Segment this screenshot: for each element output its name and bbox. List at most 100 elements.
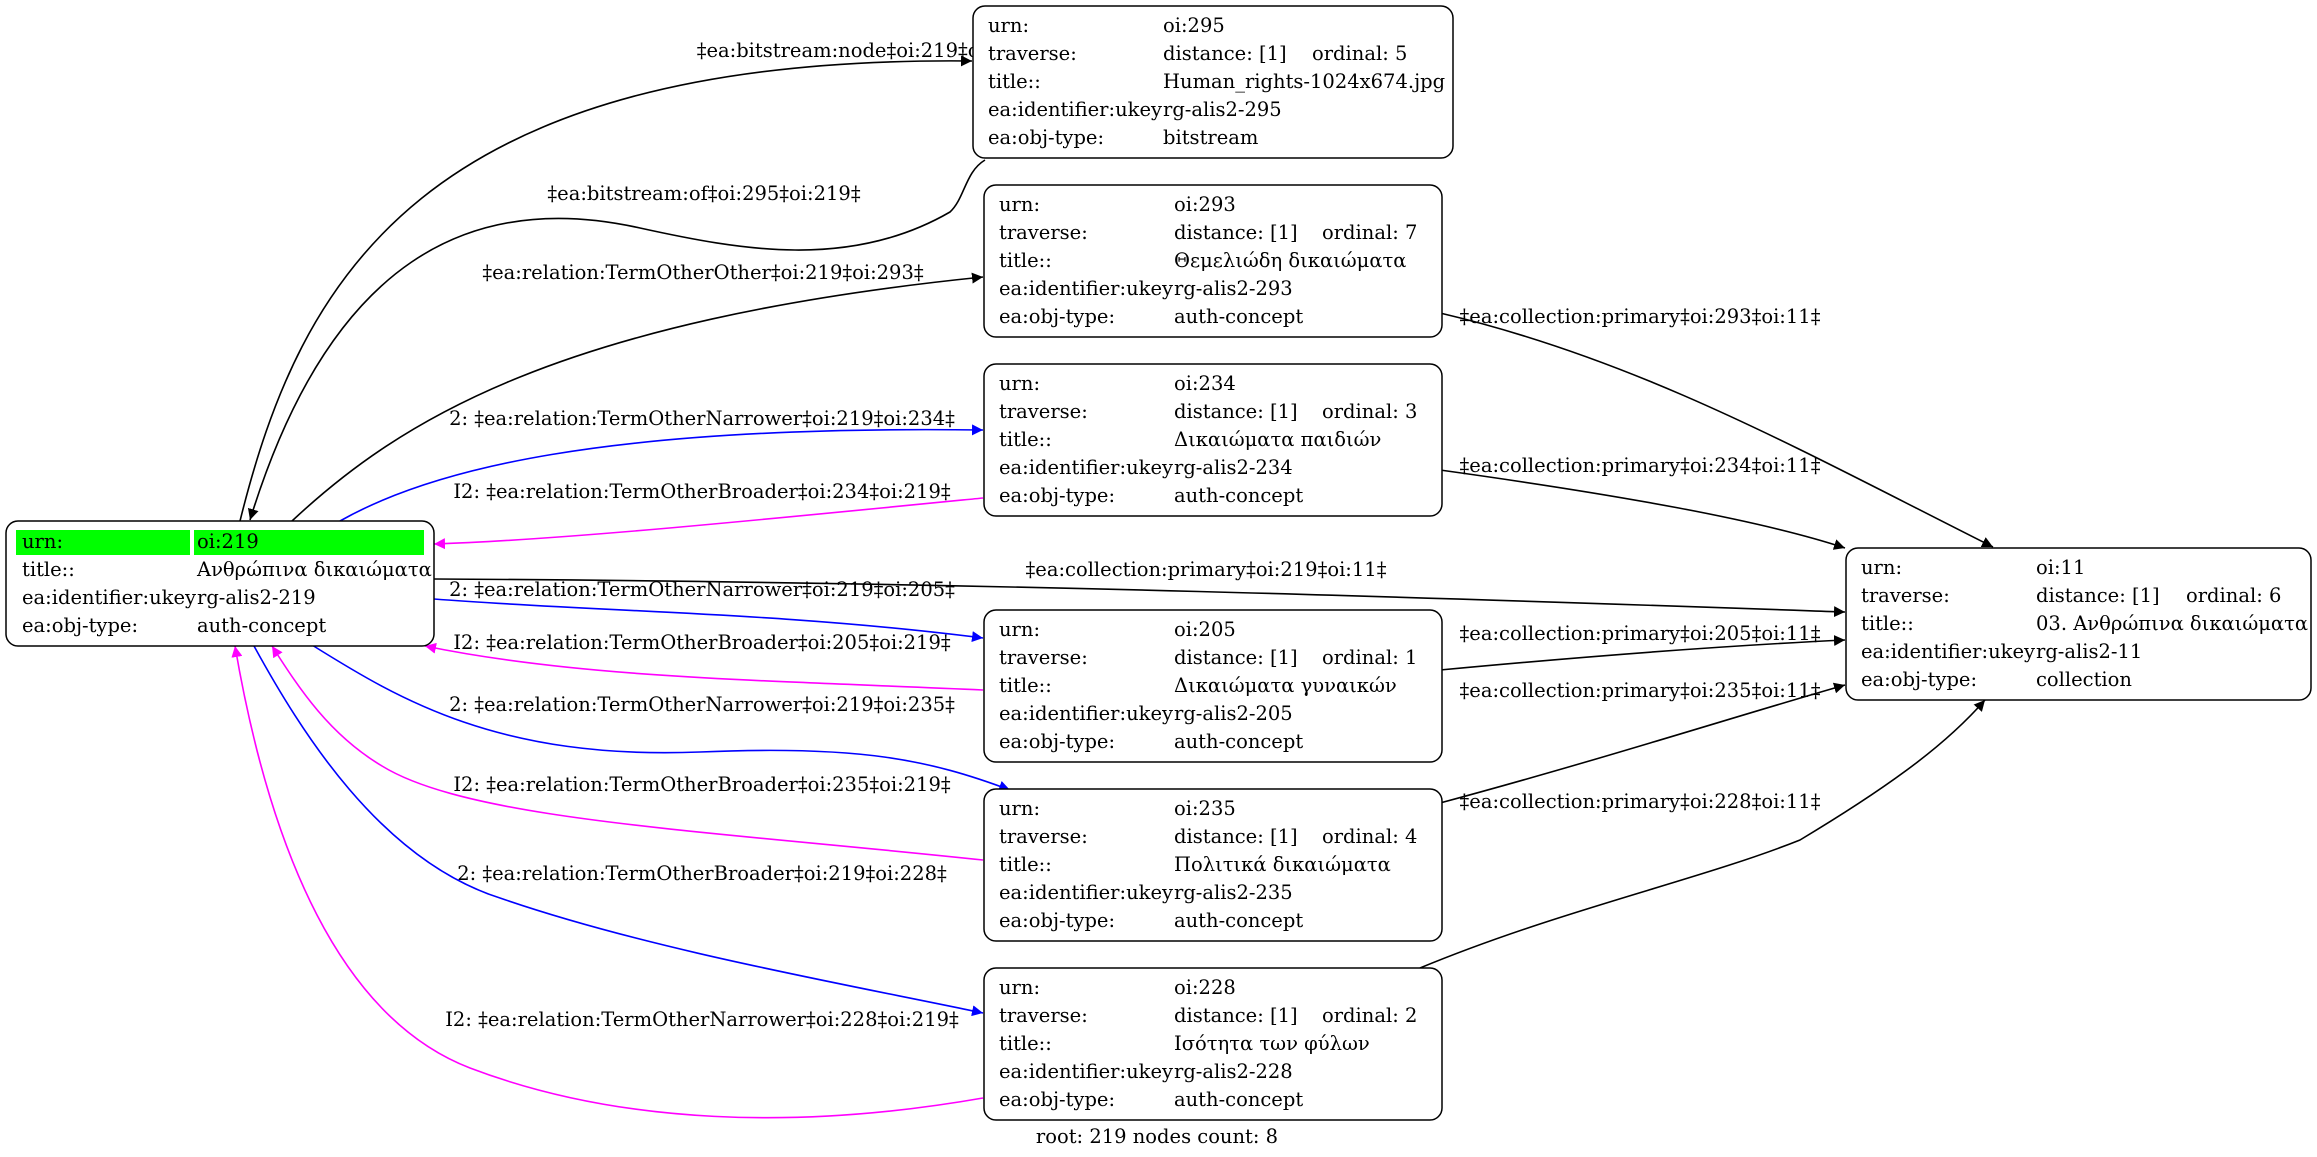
node-228-ukey: rg-alis2-228 — [1174, 1060, 1293, 1083]
edge-label-collection-219-11: ‡ea:collection:primary‡oi:219‡oi:11‡ — [1026, 558, 1387, 581]
node-295-title-label: title:: — [988, 70, 1041, 93]
node-235-ukey-label: ea:identifier:ukey — [999, 881, 1173, 904]
node-219-title-label: title:: — [22, 558, 75, 581]
node-293-title-label: title:: — [999, 249, 1052, 272]
edge-collection-205-11 — [1439, 635, 1846, 671]
node-228-type-label: ea:obj-type: — [999, 1088, 1115, 1111]
edge-label-collection-205-11: ‡ea:collection:primary‡oi:205‡oi:11‡ — [1460, 622, 1821, 645]
node-228-urn-label: urn: — [999, 976, 1040, 999]
edge-label-collection-234-11: ‡ea:collection:primary‡oi:234‡oi:11‡ — [1460, 454, 1821, 477]
edge-label-broader-234-219: I2: ‡ea:relation:TermOtherBroader‡oi:234… — [453, 480, 951, 503]
node-11-urn-label: urn: — [1861, 556, 1902, 579]
node-235-type: auth-concept — [1174, 909, 1303, 932]
edge-label-broader-219-228: 2: ‡ea:relation:TermOtherBroader‡oi:219‡… — [457, 862, 947, 885]
node-205-traverse-label: traverse: — [999, 646, 1088, 669]
edge-label-narrower-219-234: 2: ‡ea:relation:TermOtherNarrower‡oi:219… — [449, 407, 955, 430]
edge-broader-234-219 — [433, 497, 984, 550]
node-293-distance: distance: [1] — [1174, 221, 1298, 244]
node-295-ukey-label: ea:identifier:ukey — [988, 98, 1162, 121]
node-11-ordinal: ordinal: 6 — [2186, 584, 2281, 607]
node-oi-234[interactable]: urn: oi:234 traverse: distance: [1] ordi… — [983, 363, 1443, 517]
node-235-title: Πολιτικά δικαιώματα — [1174, 853, 1391, 876]
edge-bitstream-node — [239, 55, 973, 522]
node-205-ukey-label: ea:identifier:ukey — [999, 702, 1173, 725]
node-295-urn-label: urn: — [988, 14, 1029, 37]
node-228-traverse-label: traverse: — [999, 1004, 1088, 1027]
node-228-title: Ισότητα των φύλων — [1174, 1032, 1370, 1055]
node-219-ukey-label: ea:identifier:ukey — [22, 586, 196, 609]
node-205-type-label: ea:obj-type: — [999, 730, 1115, 753]
node-293-urn-label: urn: — [999, 193, 1040, 216]
node-11-ukey: rg-alis2-11 — [2036, 640, 2142, 663]
node-235-traverse-label: traverse: — [999, 825, 1088, 848]
edges — [231, 55, 1994, 1119]
node-293-ukey: rg-alis2-293 — [1174, 277, 1293, 300]
node-11-title-label: title:: — [1861, 612, 1914, 635]
edge-label-narrower-219-235: 2: ‡ea:relation:TermOtherNarrower‡oi:219… — [449, 693, 955, 716]
edge-narrower-228-219 — [231, 645, 984, 1119]
edge-label-collection-228-11: ‡ea:collection:primary‡oi:228‡oi:11‡ — [1460, 790, 1821, 813]
edge-narrower-219-235 — [311, 644, 1011, 792]
edge-collection-293-11 — [1439, 312, 1994, 548]
edge-broader-205-219 — [424, 642, 984, 691]
node-235-ordinal: ordinal: 4 — [1322, 825, 1417, 848]
node-219-ukey: rg-alis2-219 — [197, 586, 316, 609]
edge-bitstream-of — [247, 159, 986, 521]
node-293-ukey-label: ea:identifier:ukey — [999, 277, 1173, 300]
node-228-title-label: title:: — [999, 1032, 1052, 1055]
node-11-type: collection — [2036, 668, 2132, 691]
node-234-type: auth-concept — [1174, 484, 1303, 507]
node-234-ukey-label: ea:identifier:ukey — [999, 456, 1173, 479]
node-295-title: Human_rights-1024x674.jpg — [1163, 70, 1445, 93]
node-293-urn: oi:293 — [1174, 193, 1236, 216]
node-234-type-label: ea:obj-type: — [999, 484, 1115, 507]
edge-relation-219-293 — [291, 272, 984, 522]
edge-collection-228-11 — [1419, 699, 1986, 969]
node-293-type: auth-concept — [1174, 305, 1303, 328]
node-oi-235[interactable]: urn: oi:235 traverse: distance: [1] ordi… — [983, 788, 1443, 942]
node-234-urn-label: urn: — [999, 372, 1040, 395]
node-234-distance: distance: [1] — [1174, 400, 1298, 423]
node-293-ordinal: ordinal: 7 — [1322, 221, 1417, 244]
node-oi-205[interactable]: urn: oi:205 traverse: distance: [1] ordi… — [983, 609, 1443, 763]
node-oi-11[interactable]: urn: oi:11 traverse: distance: [1] ordin… — [1845, 547, 2312, 701]
node-11-urn: oi:11 — [2036, 556, 2085, 579]
graph-footer: root: 219 nodes count: 8 — [1036, 1125, 1278, 1148]
node-235-urn: oi:235 — [1174, 797, 1236, 820]
node-205-title-label: title:: — [999, 674, 1052, 697]
node-oi-295[interactable]: urn: oi:295 traverse: distance: [1] ordi… — [972, 5, 1454, 159]
edge-label-collection-293-11: ‡ea:collection:primary‡oi:293‡oi:11‡ — [1460, 305, 1821, 328]
node-228-type: auth-concept — [1174, 1088, 1303, 1111]
node-oi-293[interactable]: urn: oi:293 traverse: distance: [1] ordi… — [983, 184, 1443, 338]
node-228-ukey-label: ea:identifier:ukey — [999, 1060, 1173, 1083]
edge-broader-235-219 — [271, 645, 984, 861]
node-295-type: bitstream — [1163, 126, 1258, 149]
node-219-title: Ανθρώπινα δικαιώματα — [196, 558, 432, 581]
node-295-urn: oi:295 — [1163, 14, 1225, 37]
node-235-title-label: title:: — [999, 853, 1052, 876]
node-295-distance: distance: [1] — [1163, 42, 1287, 65]
node-205-distance: distance: [1] — [1174, 646, 1298, 669]
node-228-distance: distance: [1] — [1174, 1004, 1298, 1027]
node-205-urn-label: urn: — [999, 618, 1040, 641]
root-highlight-key — [16, 530, 190, 555]
node-235-type-label: ea:obj-type: — [999, 909, 1115, 932]
node-219-type-label: ea:obj-type: — [22, 614, 138, 637]
edge-labels: ‡ea:bitstream:node‡oi:219‡oi:295‡ ‡ea:bi… — [445, 39, 1820, 1031]
node-219-type: auth-concept — [197, 614, 326, 637]
node-oi-228[interactable]: urn: oi:228 traverse: distance: [1] ordi… — [983, 967, 1443, 1121]
node-205-ukey: rg-alis2-205 — [1174, 702, 1293, 725]
node-235-ukey: rg-alis2-235 — [1174, 881, 1293, 904]
node-228-ordinal: ordinal: 2 — [1322, 1004, 1417, 1027]
node-295-traverse-label: traverse: — [988, 42, 1077, 65]
node-235-urn-label: urn: — [999, 797, 1040, 820]
edge-narrower-219-234 — [339, 424, 984, 522]
edge-label-broader-235-219: I2: ‡ea:relation:TermOtherBroader‡oi:235… — [453, 773, 951, 796]
node-oi-219[interactable]: urn: oi:219 title:: Ανθρώπινα δικαιώματα… — [5, 520, 435, 647]
node-234-urn: oi:234 — [1174, 372, 1236, 395]
edge-label-bitstream-of: ‡ea:bitstream:of‡oi:295‡oi:219‡ — [547, 182, 860, 205]
edge-label-broader-205-219: I2: ‡ea:relation:TermOtherBroader‡oi:205… — [453, 631, 951, 654]
edge-label-relation-219-293: ‡ea:relation:TermOtherOther‡oi:219‡oi:29… — [482, 261, 924, 284]
edge-label-narrower-219-205: 2: ‡ea:relation:TermOtherNarrower‡oi:219… — [449, 578, 955, 601]
